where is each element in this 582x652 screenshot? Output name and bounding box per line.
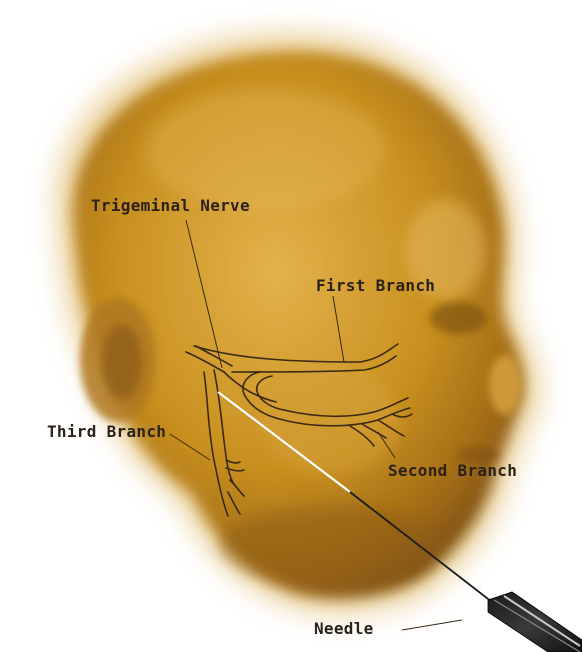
head-silhouette [57,35,539,613]
label-first-branch: First Branch [316,276,435,295]
needle-hub [488,592,582,652]
label-second-branch: Second Branch [388,461,517,480]
label-trigeminal-nerve: Trigeminal Nerve [91,196,250,215]
eye-region [430,302,486,334]
label-needle: Needle [314,619,374,638]
label-third-branch: Third Branch [47,422,166,441]
leader-needle [402,620,462,630]
jaw-shadow [220,505,440,585]
nose [489,355,521,415]
